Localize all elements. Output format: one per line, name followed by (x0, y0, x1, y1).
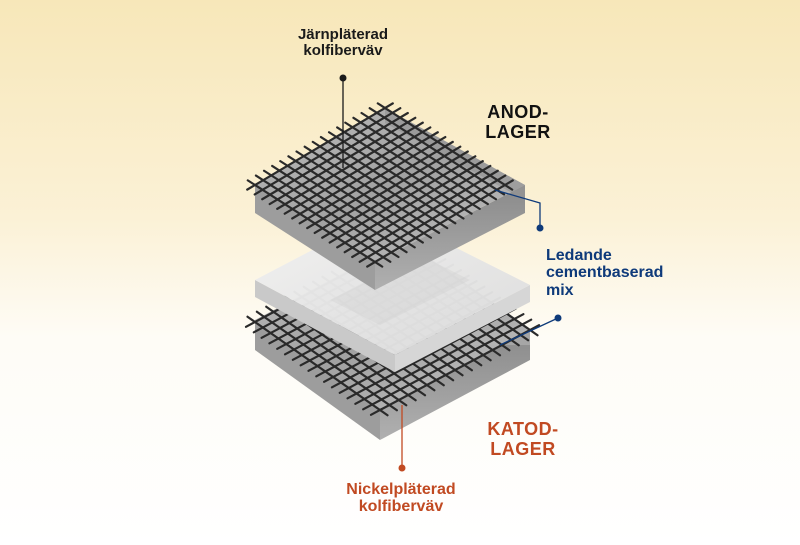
mesh-strand-v (354, 313, 525, 405)
leader-lines (339, 74, 562, 472)
mesh-strand-v (366, 179, 514, 268)
label-conductive-mix: Ledande cementbaserad mix (546, 247, 664, 299)
mesh-strand-u (368, 107, 506, 196)
label-top-fabric: Järnpläterad kolfiberväv (297, 26, 389, 60)
mesh-strand-v (362, 318, 533, 411)
label-anode-layer: ANOD- LAGER (485, 102, 551, 142)
mesh-strand-v (358, 174, 507, 263)
cathode-concrete-left-side (255, 320, 380, 440)
cathode-concrete-right-side (380, 330, 530, 440)
leader-mix (494, 189, 541, 228)
mix-slab (255, 212, 530, 372)
label-bottom-fabric: Nickelpläterad kolfiberväv (346, 481, 456, 516)
leader-mix-lower (499, 317, 559, 346)
leader-bottom-fabric-dot (398, 464, 406, 472)
mesh-strand-v (351, 169, 499, 259)
mesh-strand-u (376, 102, 514, 191)
anode-concrete-right-side (375, 185, 525, 290)
leader-mix-dot-upper (536, 224, 544, 232)
mix-slab-right-side (395, 285, 530, 372)
leader-top-fabric-dot (339, 74, 347, 82)
label-cathode-layer: KATOD- LAGER (487, 419, 559, 459)
mix-slab-left-side (255, 280, 395, 372)
anode-mesh-grid (246, 102, 514, 268)
anode-concrete-left-side (255, 185, 375, 290)
mix-slab-shadow (330, 255, 470, 325)
anode-layer (246, 102, 525, 290)
leader-mix-dot-lower (554, 314, 562, 322)
anode-concrete-top (255, 108, 525, 262)
